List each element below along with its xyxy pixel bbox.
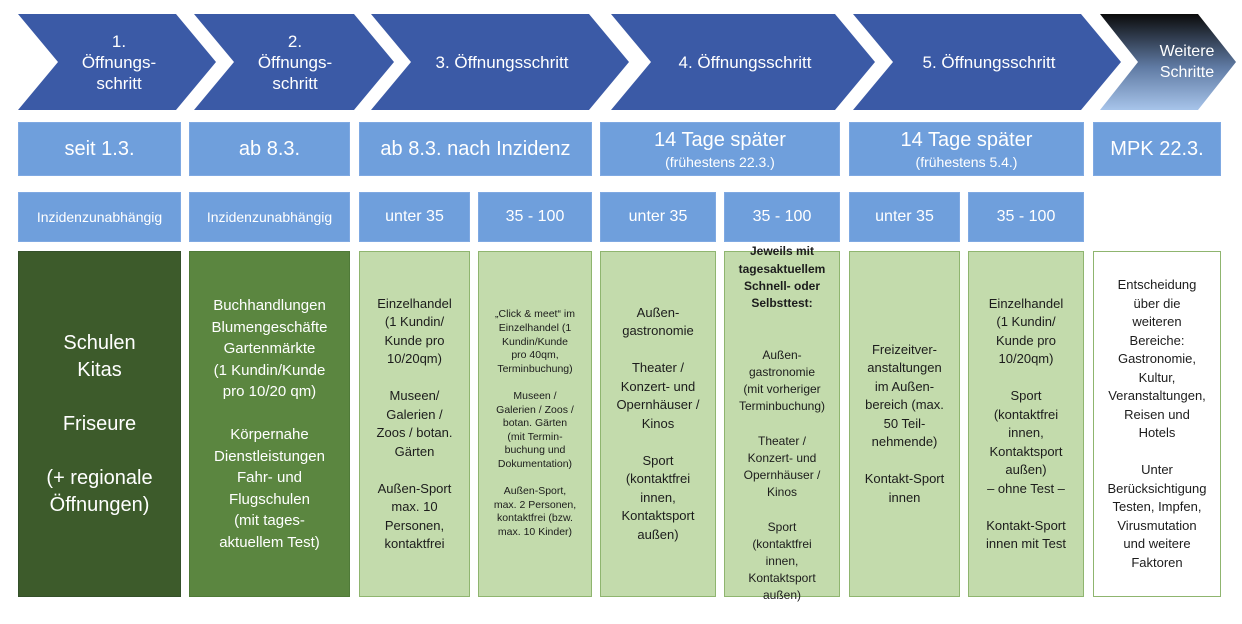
content-col-6-body: Jeweils mit tagesaktuellem Schnell- oder… (739, 226, 826, 622)
content-col-8-text: Einzelhandel (1 Kundin/ Kunde pro 10/20q… (986, 295, 1066, 552)
phase-4-sub: (frühestens 22.3.) (665, 153, 775, 170)
phase-6: MPK 22.3. (1093, 122, 1221, 176)
content-col-2-text: Buchhandlungen Blumengeschäfte Gartenmär… (211, 297, 328, 551)
step-5-label: 5. Öffnungsschritt (922, 52, 1056, 72)
content-col-9-text: Entscheidung über die weiteren Bereiche:… (1107, 277, 1207, 570)
incidence-col-7: unter 35 (849, 192, 960, 242)
step-1-label: 1. Öffnungs- schritt (81, 31, 157, 93)
content-col-6: Jeweils mit tagesaktuellem Schnell- oder… (724, 244, 840, 602)
chevron-shape (18, 14, 216, 110)
phase-5-sub: (frühestens 5.4.) (915, 153, 1018, 170)
incidence-col-5: unter 35 (600, 192, 716, 242)
phase-2: ab 8.3. (189, 122, 350, 176)
incidence-col-6: 35 - 100 (724, 192, 840, 242)
phase-4-main: 14 Tage später (654, 128, 786, 151)
content-col-3: Einzelhandel (1 Kundin/ Kunde pro 10/20q… (359, 251, 470, 597)
step-5-chevron: 5. Öffnungsschritt (853, 14, 1121, 110)
phase-1-main: seit 1.3. (64, 137, 135, 160)
chevron-shape (611, 14, 875, 110)
content-col-1-text: Schulen Kitas Friseure (+ regionale Öffn… (46, 331, 153, 516)
phase-5-main: 14 Tage später (900, 128, 1033, 151)
chevron-shape-gradient (1100, 14, 1236, 110)
phase-1: seit 1.3. (18, 122, 181, 176)
step-6-chevron: Weitere Schritte (1100, 14, 1236, 110)
content-col-9: Entscheidung über die weiteren Bereiche:… (1093, 251, 1221, 597)
phase-4: 14 Tage später (frühestens 22.3.) (600, 122, 840, 176)
phase-2-main: ab 8.3. (238, 137, 301, 160)
content-col-8: Einzelhandel (1 Kundin/ Kunde pro 10/20q… (968, 251, 1084, 597)
chevron-shape (853, 14, 1121, 110)
incidence-col-1: Inzidenzunabhängig (18, 192, 181, 242)
chevron-shape (371, 14, 629, 110)
content-col-7: Freizeitver- anstaltungen im Außen- bere… (849, 251, 960, 597)
chevron-shape (194, 14, 394, 110)
content-col-3-text: Einzelhandel (1 Kundin/ Kunde pro 10/20q… (376, 295, 453, 552)
content-col-5-text: Außen- gastronomie Theater / Konzert- un… (616, 304, 700, 542)
content-col-6-text: Außen- gastronomie (mit vorheriger Termi… (738, 347, 826, 603)
step-6-label: Weitere Schritte (1159, 43, 1215, 81)
step-1-chevron: 1. Öffnungs- schritt (18, 14, 216, 110)
incidence-col-3: unter 35 (359, 192, 470, 242)
content-col-5: Außen- gastronomie Theater / Konzert- un… (600, 251, 716, 597)
content-col-4: „Click & meet“ im Einzelhandel (1 Kundin… (478, 251, 592, 597)
content-col-4-text: „Click & meet“ im Einzelhandel (1 Kundin… (493, 308, 577, 538)
content-col-6-heading: Jeweils mit tagesaktuellem Schnell- oder… (738, 244, 826, 310)
phase-6-main: MPK 22.3. (1110, 137, 1204, 160)
step-2-label: 2. Öffnungs- schritt (257, 31, 333, 93)
step-4-chevron: 4. Öffnungsschritt (611, 14, 875, 110)
content-col-7-text: Freizeitver- anstaltungen im Außen- bere… (864, 341, 945, 505)
step-3-chevron: 3. Öffnungsschritt (371, 14, 629, 110)
content-col-2: Buchhandlungen Blumengeschäfte Gartenmär… (189, 251, 350, 597)
step-4-label: 4. Öffnungsschritt (678, 52, 812, 72)
phase-3-main: ab 8.3. nach Inzidenz (380, 137, 571, 160)
phase-5: 14 Tage später (frühestens 5.4.) (849, 122, 1084, 176)
incidence-col-4: 35 - 100 (478, 192, 592, 242)
phase-3: ab 8.3. nach Inzidenz (359, 122, 592, 176)
step-3-label: 3. Öffnungsschritt (435, 52, 569, 72)
incidence-col-8: 35 - 100 (968, 192, 1084, 242)
incidence-col-2: Inzidenzunabhängig (189, 192, 350, 242)
content-col-1: Schulen Kitas Friseure (+ regionale Öffn… (18, 251, 181, 597)
step-2-chevron: 2. Öffnungs- schritt (194, 14, 394, 110)
